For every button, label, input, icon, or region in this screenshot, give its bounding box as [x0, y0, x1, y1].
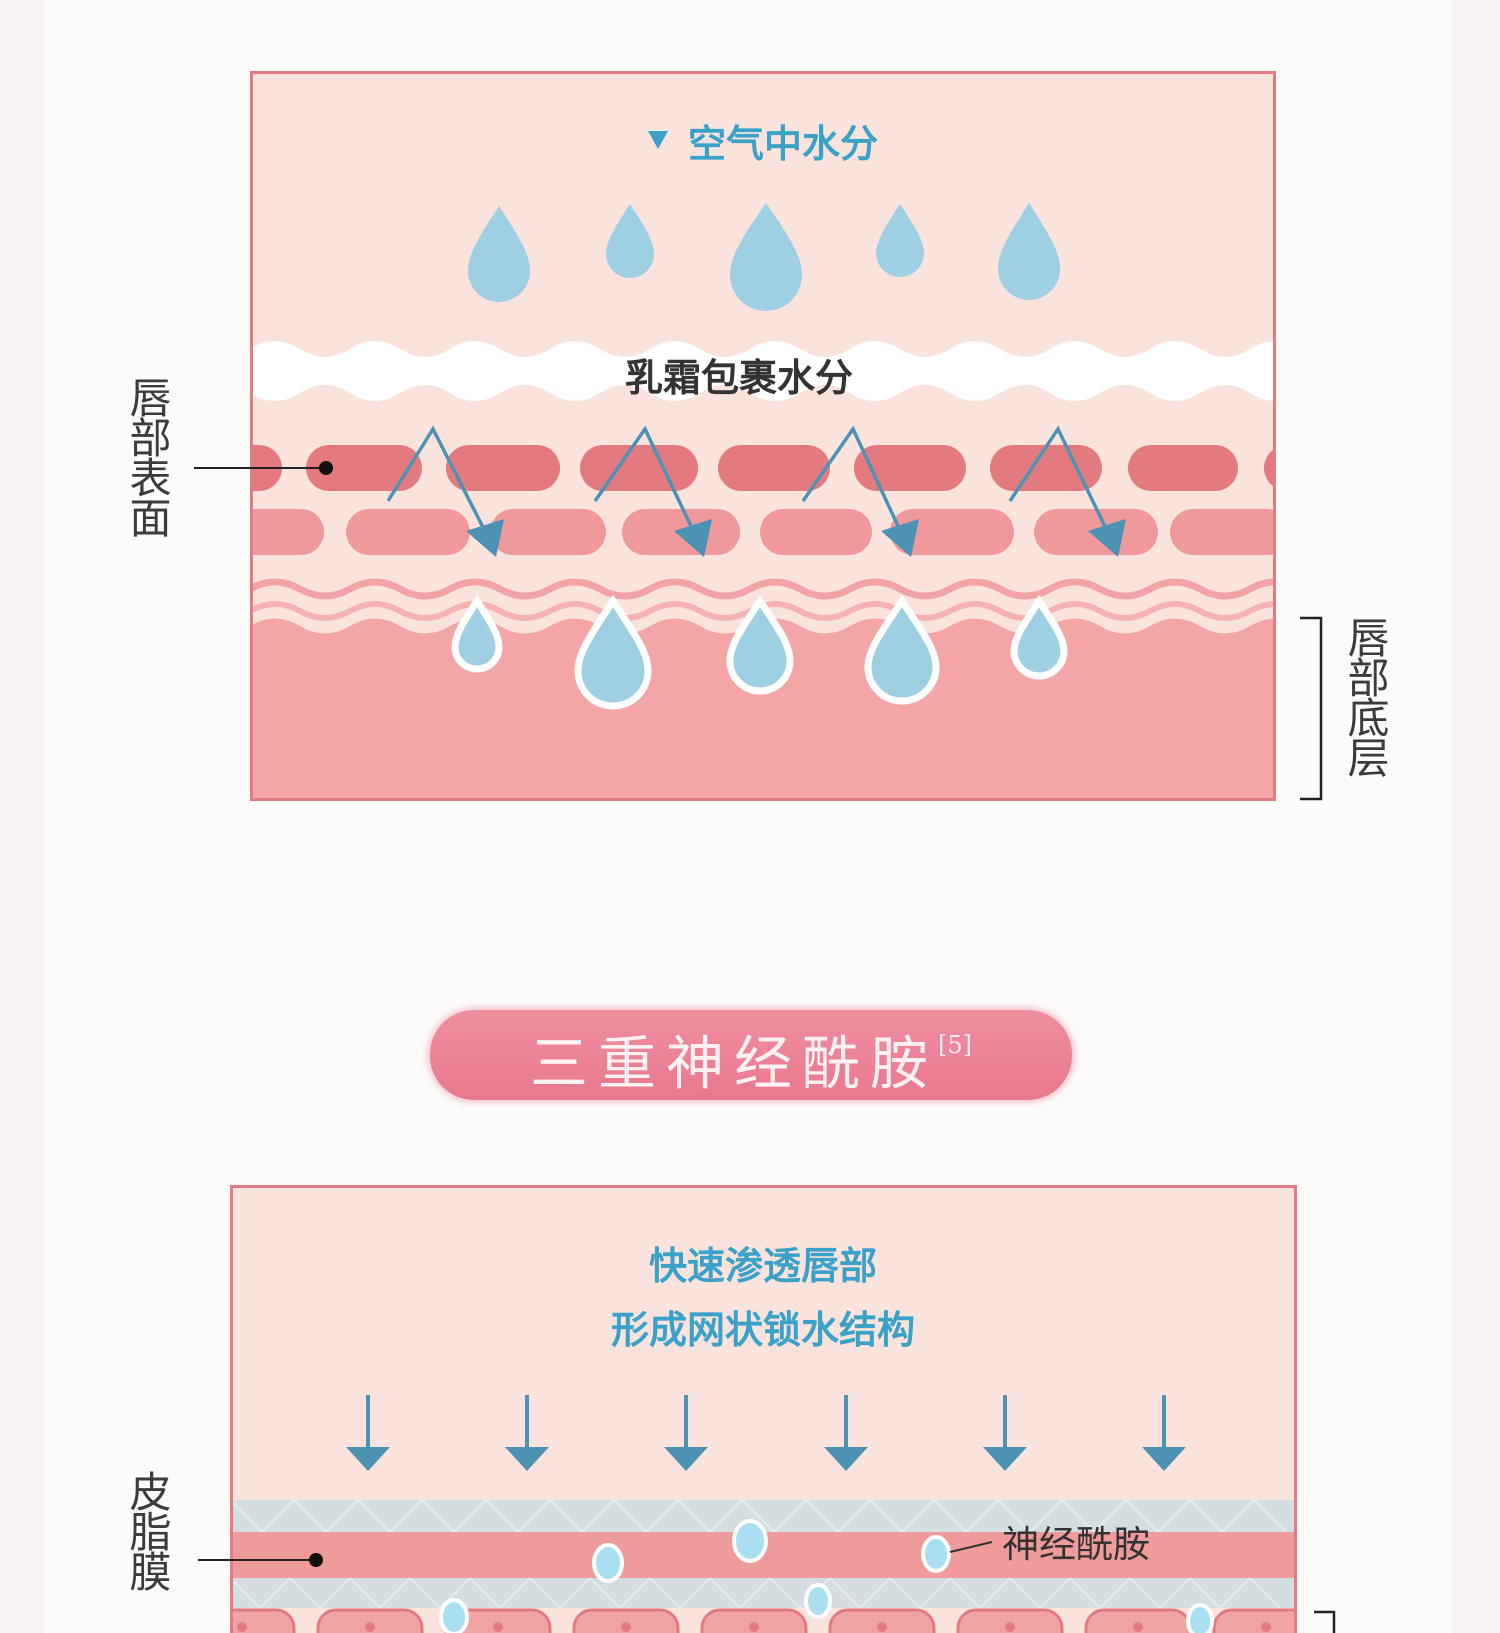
air-moisture-heading: 空气中水分 — [688, 122, 878, 166]
lip-surface-pointer — [192, 460, 338, 476]
ceramide-label: 神经酰胺 — [1002, 1523, 1150, 1566]
lip-surface-label: 唇部表面 — [124, 376, 170, 536]
cream-label: 乳霜包裹水分 — [625, 356, 853, 400]
section-title-text: 三重神经酰胺 — [530, 1029, 938, 1097]
ceramide-diagram: 快速渗透唇部 形成网状锁水结构 神经酰胺 — [230, 1185, 1297, 1633]
lip-base-bracket — [1298, 616, 1328, 802]
sebum-membrane-pointer — [196, 1552, 328, 1568]
section-title: 三重神经酰胺[5] — [430, 1010, 1072, 1100]
lip-moisture-diagram: 空气中水分 乳霜包裹水分 — [250, 71, 1276, 801]
section-title-note: [5] — [938, 1031, 972, 1059]
penetrate-line-1: 快速渗透唇部 — [649, 1244, 877, 1288]
sebum-membrane-label: 皮脂膜 — [124, 1470, 170, 1590]
lip-base-label: 唇部底层 — [1342, 616, 1388, 776]
lower-bracket — [1312, 1610, 1338, 1633]
penetrate-line-2: 形成网状锁水结构 — [611, 1308, 915, 1352]
lattice-band-bottom — [230, 1578, 1297, 1608]
